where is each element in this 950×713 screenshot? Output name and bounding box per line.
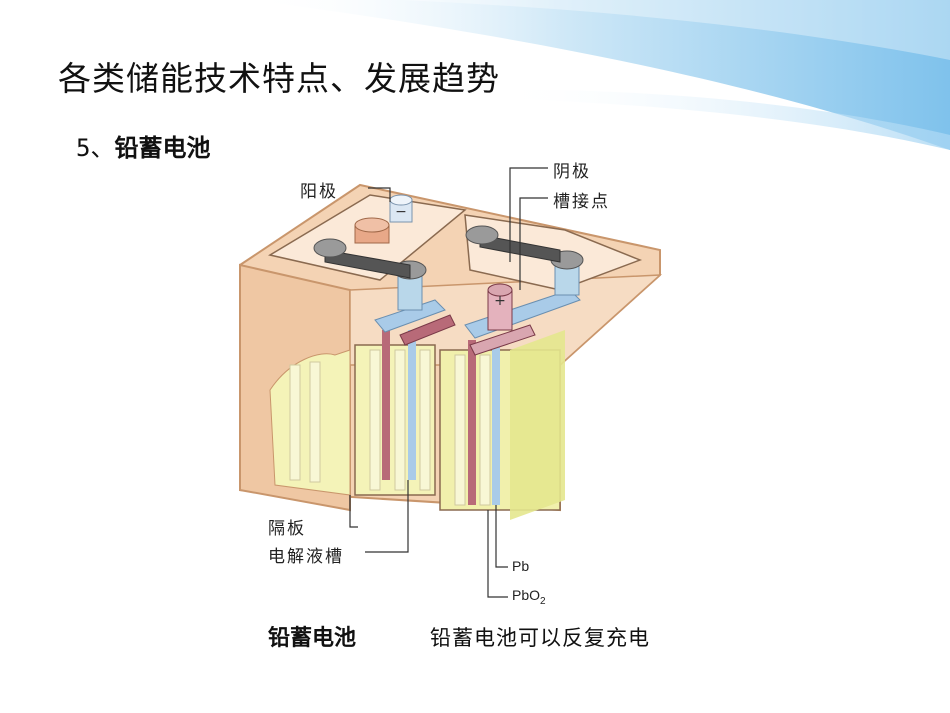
anode-cap: − [389,194,413,223]
label-pbo2: PbO2 [512,587,546,607]
lid-cap [354,217,390,244]
label-cell-connector: 槽接点 [553,192,610,212]
minus-sign: − [395,204,407,220]
section-number: 5、 [76,134,115,162]
plus-sign: + [494,293,506,309]
label-pbo2-base: PbO [512,587,541,603]
separator-plates [289,349,491,506]
caption-right: 铅蓄电池可以反复充电 [430,626,650,650]
caption-left: 铅蓄电池 [268,626,357,651]
label-pb: Pb [512,558,530,574]
label-separator: 隔板 [268,519,306,539]
section-heading: 5、铅蓄电池 [76,128,210,163]
label-electrolyte-tank: 电解液槽 [268,547,344,567]
label-anode: 阳极 [300,182,338,202]
section-name: 铅蓄电池 [114,134,211,162]
leader-lines [349,167,548,598]
lead-acid-battery-diagram: − + [239,167,663,598]
slide-title: 各类储能技术特点、发展趋势 [58,59,500,98]
label-cathode: 阴极 [553,162,591,182]
label-pbo2-subscript: 2 [540,595,546,607]
electrode-plates [382,330,500,505]
